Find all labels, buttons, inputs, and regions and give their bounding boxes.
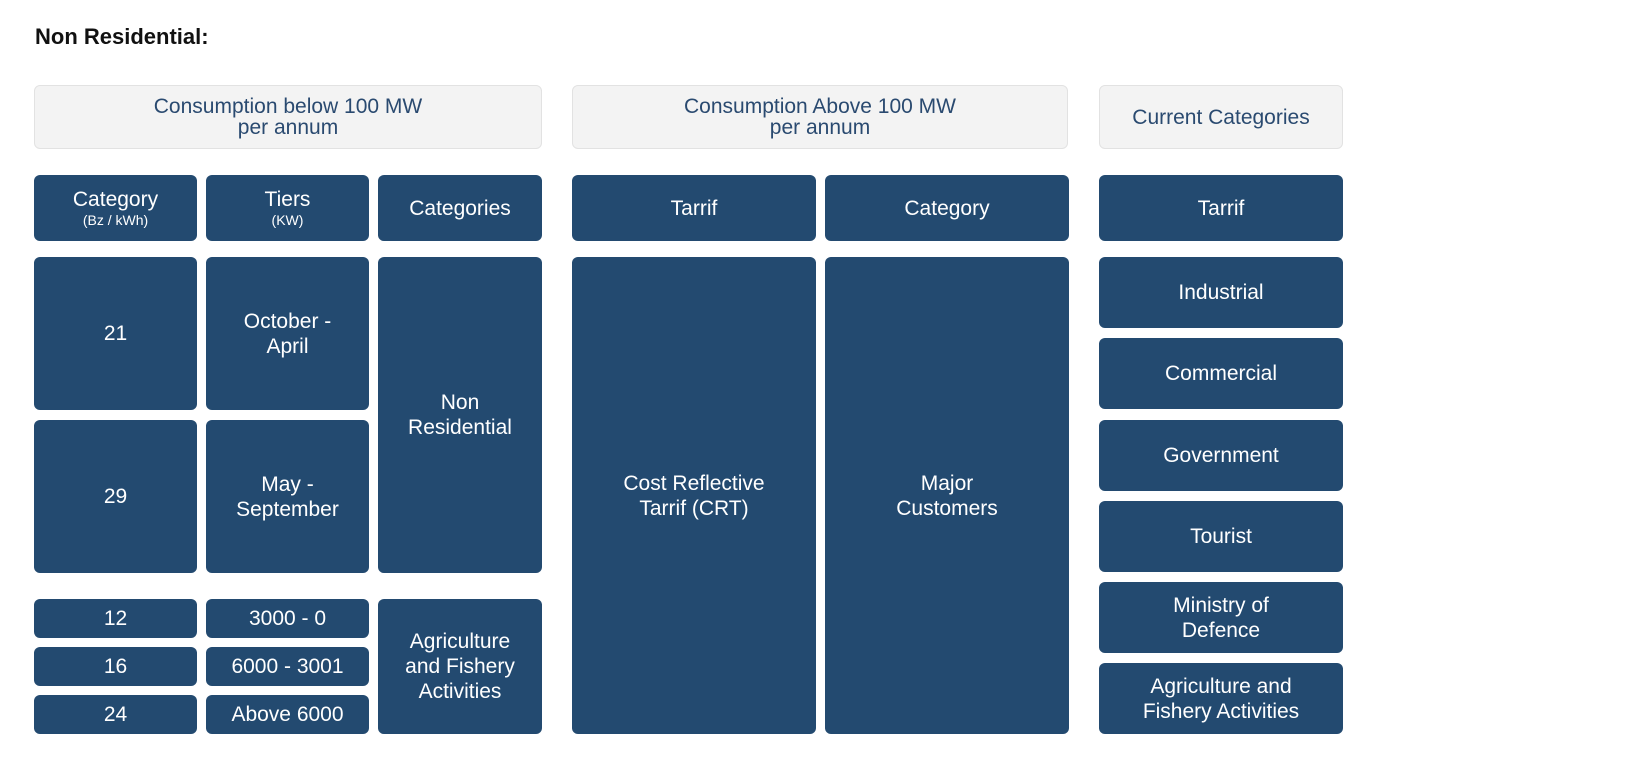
category-cell: Non Residential [378,257,542,573]
tier-cell: Above 6000 [206,695,369,734]
column-header-tiers-unit: (KW) [271,212,304,228]
column-header-categories: Categories [378,175,542,241]
tier-cell: 3000 - 0 [206,599,369,638]
column-header-tarrif-above-label: Tarrif [670,196,718,220]
category-cell: Major Customers [825,257,1069,734]
tarrif-cell: Cost Reflective Tarrif (CRT) [572,257,816,734]
tier-cell: 6000 - 3001 [206,647,369,686]
group-header-above-line1: Consumption Above 100 MW [684,95,956,118]
column-header-tarrif-above: Tarrif [572,175,816,241]
column-header-tiers: Tiers (KW) [206,175,369,241]
column-header-category-above-label: Category [904,196,990,220]
group-header-above-line2: per annum [769,116,871,139]
rate-cell: 24 [34,695,197,734]
rate-cell: 16 [34,647,197,686]
column-header-category-above: Category [825,175,1069,241]
group-header-below-line2: per annum [237,116,339,139]
current-tarrif-cell: Commercial [1099,338,1343,409]
group-header-current-label: Current Categories [1132,105,1310,129]
category-cell: Agriculture and Fishery Activities [378,599,542,734]
current-tarrif-cell: Ministry of Defence [1099,582,1343,653]
rate-cell: 29 [34,420,197,573]
current-tarrif-cell: Government [1099,420,1343,491]
rate-cell: 12 [34,599,197,638]
column-header-tarrif-current: Tarrif [1099,175,1343,241]
group-header-above-100mw: Consumption Above 100 MW per annum [572,85,1068,149]
rate-cell: 21 [34,257,197,410]
column-header-category-label: Category [72,188,159,211]
column-header-category: Category (Bz / kWh) [34,175,197,241]
column-header-tarrif-current-label: Tarrif [1197,196,1245,220]
page-title: Non Residential: [35,24,209,49]
current-tarrif-cell: Agriculture and Fishery Activities [1099,663,1343,734]
group-header-below-line1: Consumption below 100 MW [153,95,423,118]
group-header-current-categories: Current Categories [1099,85,1343,149]
column-header-category-unit: (Bz / kWh) [82,212,149,228]
group-header-below-100mw: Consumption below 100 MW per annum [34,85,542,149]
column-header-categories-label: Categories [409,196,511,220]
tier-cell: October - April [206,257,369,410]
current-tarrif-cell: Industrial [1099,257,1343,328]
column-header-tiers-label: Tiers [264,188,311,211]
current-tarrif-cell: Tourist [1099,501,1343,572]
tier-cell: May - September [206,420,369,573]
